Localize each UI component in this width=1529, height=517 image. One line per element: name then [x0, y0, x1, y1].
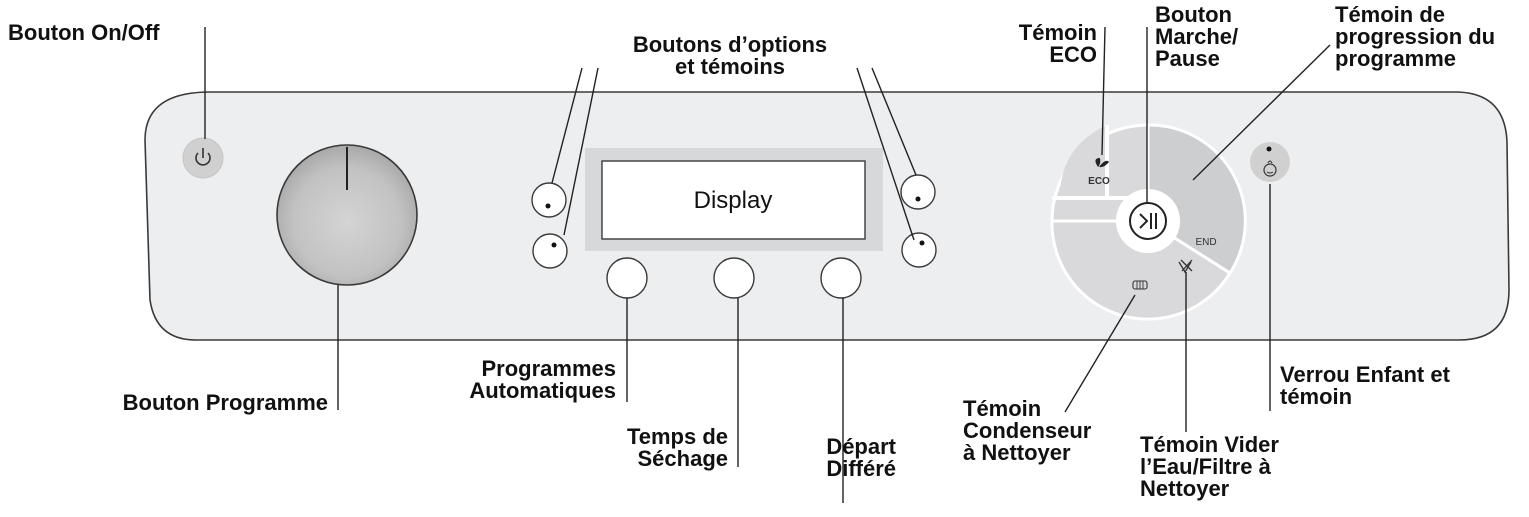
- option-button-left-top[interactable]: [531, 182, 567, 218]
- callout-line: Automatiques: [469, 378, 616, 403]
- callout-line: ECO: [1049, 42, 1097, 67]
- callout-program-progress: Témoin de progression du programme: [1335, 4, 1495, 70]
- callout-line: Séchage: [637, 446, 729, 471]
- option-button-right-top[interactable]: [900, 174, 936, 210]
- callout-line: Boutons d’options: [632, 32, 828, 57]
- callout-line: Programmes: [481, 356, 616, 381]
- leader-options-right-1: [856, 67, 915, 241]
- leader-options-left-2: [563, 67, 599, 236]
- callout-auto-programs: Programmes Automatiques: [430, 358, 616, 402]
- on-off-button[interactable]: [182, 137, 224, 179]
- callout-line: programme: [1335, 46, 1457, 71]
- callout-line: Marche/: [1155, 24, 1239, 49]
- option-led-right-bottom: [919, 240, 925, 246]
- water-filter-icon: [1178, 259, 1193, 274]
- callout-drying-time: Temps de Séchage: [580, 426, 728, 470]
- callout-program-knob: Bouton Programme: [40, 392, 328, 414]
- option-led-left-top: [545, 203, 551, 209]
- eco-label: ECO: [1088, 176, 1110, 187]
- option-button-left-bottom[interactable]: [532, 233, 568, 269]
- callout-line: Temps de: [626, 424, 728, 449]
- option-led-right-top: [915, 196, 921, 202]
- callout-condenser: Témoin Condenseur à Nettoyer: [963, 398, 1091, 464]
- end-label: END: [1195, 237, 1216, 248]
- callout-option-buttons: Boutons d’options et témoins: [600, 34, 860, 78]
- start-pause-button[interactable]: [1116, 189, 1180, 253]
- eco-segment: [1060, 125, 1107, 193]
- callout-line: Condenseur: [963, 418, 1092, 443]
- callout-line: l’Eau/Filtre à: [1140, 454, 1271, 479]
- callout-line: Bouton: [1155, 2, 1232, 27]
- callout-line: Départ: [826, 434, 896, 459]
- callout-line: Témoin Vider: [1140, 432, 1279, 457]
- callout-empty-water-filter: Témoin Vider l’Eau/Filtre à Nettoyer: [1140, 434, 1279, 500]
- display-screen: [601, 160, 866, 240]
- leader-options-left-1: [551, 67, 583, 184]
- callout-line: Nettoyer: [1140, 476, 1230, 501]
- leader-eco: [1101, 26, 1106, 156]
- child-lock-led: [1266, 146, 1272, 152]
- child-face-icon: [1263, 160, 1277, 177]
- option-button-right-bottom[interactable]: [901, 232, 937, 268]
- delay-start-button[interactable]: [820, 257, 862, 299]
- auto-programs-button[interactable]: [606, 257, 648, 299]
- leaf-icon: [1095, 158, 1109, 168]
- child-lock-button[interactable]: [1250, 142, 1290, 182]
- callout-line: Témoin de: [1335, 2, 1446, 27]
- callout-line: à Nettoyer: [963, 440, 1071, 465]
- program-knob[interactable]: [276, 144, 418, 286]
- leader-lines: [204, 26, 1331, 503]
- callout-line: Témoin: [1018, 20, 1097, 45]
- callout-line: Différé: [826, 456, 896, 481]
- callout-line: Pause: [1155, 46, 1220, 71]
- callout-line: Bouton Programme: [122, 390, 328, 415]
- condenser-icon: [1132, 280, 1148, 290]
- leader-condenser: [1064, 294, 1136, 413]
- callout-line: Verrou Enfant et: [1280, 362, 1450, 387]
- callout-line: progression du: [1335, 24, 1496, 49]
- callout-child-lock: Verrou Enfant et témoin: [1280, 364, 1450, 408]
- callout-delay-start: Départ Différé: [780, 436, 896, 480]
- power-icon: [195, 148, 211, 166]
- callout-line: Témoin: [963, 396, 1042, 421]
- eco-indicator: ECO: [1088, 158, 1110, 187]
- play-pause-icon: [1139, 213, 1157, 229]
- callout-line: Bouton On/Off: [8, 20, 160, 45]
- callout-start-pause-button: Bouton Marche/ Pause: [1155, 4, 1238, 70]
- callout-line: et témoins: [674, 54, 786, 79]
- callout-eco-indicator: Témoin ECO: [985, 22, 1097, 66]
- callout-line: témoin: [1280, 384, 1353, 409]
- leader-progress: [1192, 44, 1331, 181]
- callout-on-off-button: Bouton On/Off: [8, 22, 160, 44]
- leader-options-right-2: [871, 67, 917, 176]
- option-led-left-bottom: [551, 242, 557, 248]
- drying-time-button[interactable]: [713, 257, 755, 299]
- display-text: Display: [694, 187, 773, 214]
